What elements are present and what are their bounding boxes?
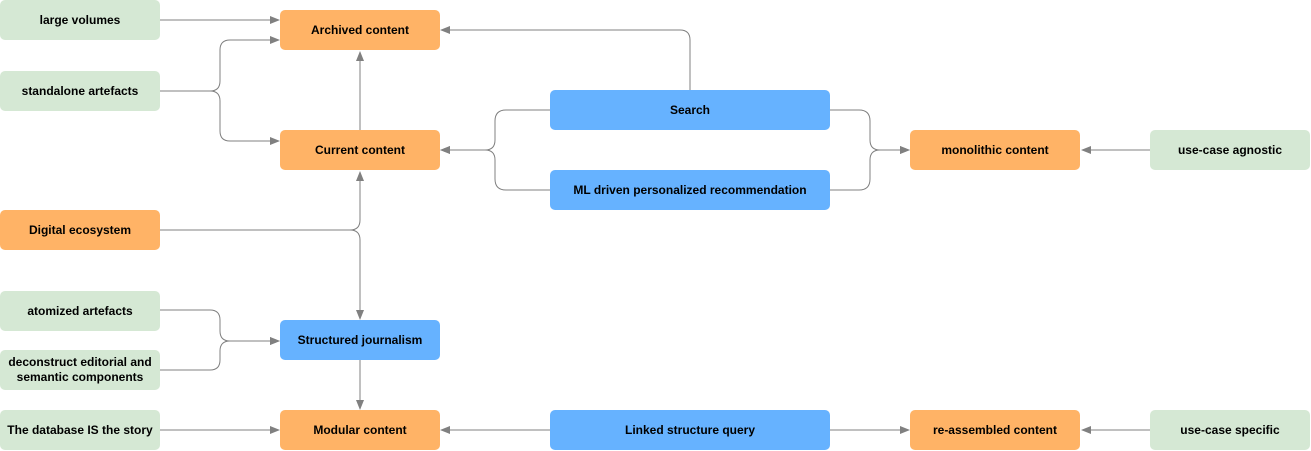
node-modular-content[interactable]: Modular content xyxy=(280,410,440,450)
edge-ml-to-current xyxy=(440,146,550,191)
node-use-case-agnostic[interactable]: use-case agnostic xyxy=(1150,130,1310,170)
node-use-case-specific[interactable]: use-case specific xyxy=(1150,410,1310,450)
edge-ecosystem-to-structured xyxy=(160,229,364,320)
edge-standalone-to-current xyxy=(160,90,280,145)
node-current-content[interactable]: Current content xyxy=(280,130,440,170)
node-large-volumes[interactable]: large volumes xyxy=(0,0,160,40)
edge-ecosystem-to-current xyxy=(160,171,364,231)
node-reassembled-content[interactable]: re-assembled content xyxy=(910,410,1080,450)
node-search[interactable]: Search xyxy=(550,90,830,130)
edge-search-to-archived xyxy=(440,26,691,90)
node-deconstruct-components[interactable]: deconstruct editorial and semantic compo… xyxy=(0,350,160,390)
edge-standalone-to-archived xyxy=(160,36,280,92)
edge-ml-to-monolithic xyxy=(830,146,910,191)
node-structured-journalism[interactable]: Structured journalism xyxy=(280,320,440,360)
node-ml-recommendation[interactable]: ML driven personalized recommendation xyxy=(550,170,830,210)
node-linked-structure-query[interactable]: Linked structure query xyxy=(550,410,830,450)
node-standalone-artefacts[interactable]: standalone artefacts xyxy=(0,71,160,111)
edge-deconstruct-to-structured xyxy=(160,337,280,371)
node-atomized-artefacts[interactable]: atomized artefacts xyxy=(0,291,160,331)
node-monolithic-content[interactable]: monolithic content xyxy=(910,130,1080,170)
edge-search-to-current xyxy=(440,109,550,154)
node-archived-content[interactable]: Archived content xyxy=(280,10,440,50)
edge-search-to-monolithic xyxy=(830,109,910,154)
edge-atomized-to-structured xyxy=(160,309,280,345)
node-database-is-story[interactable]: The database IS the story xyxy=(0,410,160,450)
node-digital-ecosystem[interactable]: Digital ecosystem xyxy=(0,210,160,250)
